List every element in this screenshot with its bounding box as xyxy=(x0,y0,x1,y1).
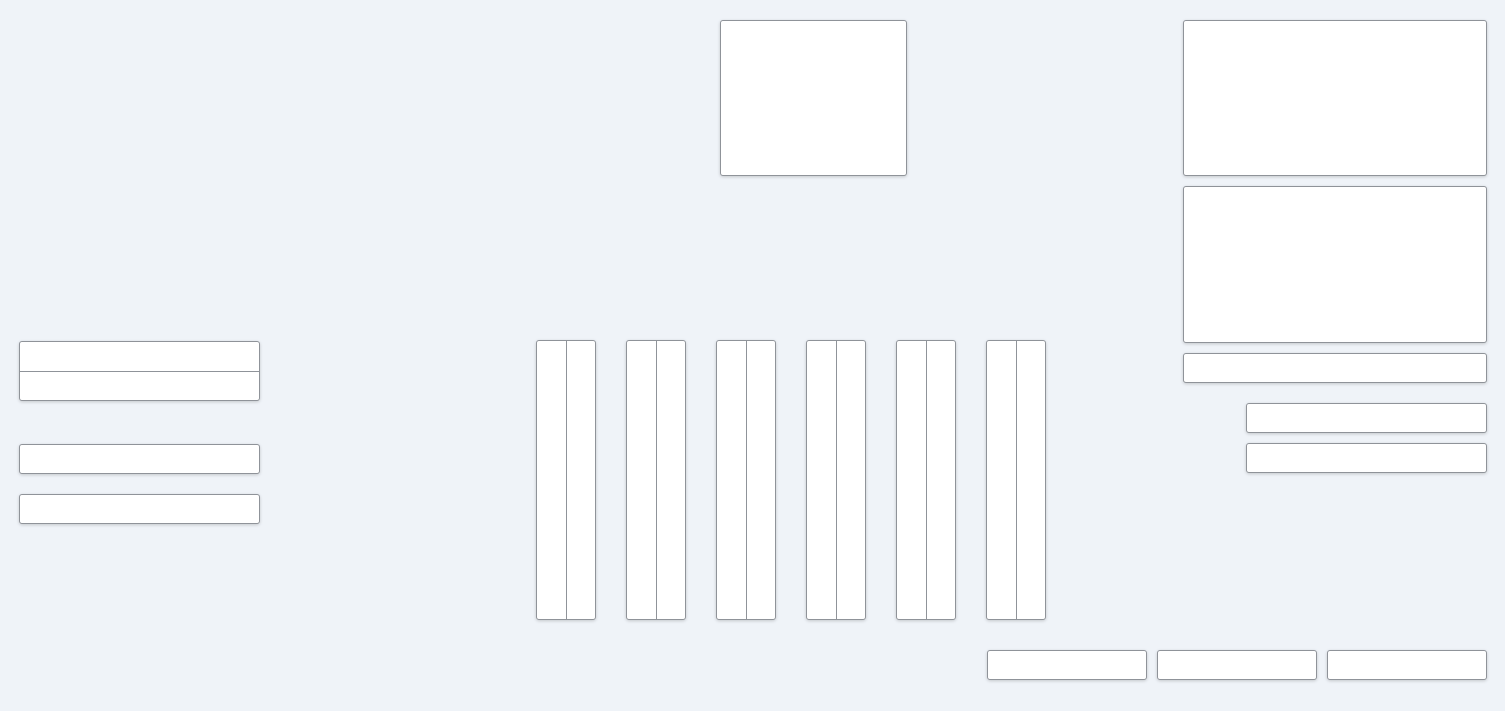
column-slot-5[interactable] xyxy=(896,340,956,620)
bottom-button-3[interactable] xyxy=(1327,650,1487,680)
column-slot-2-lane-a[interactable] xyxy=(627,341,656,619)
column-slot-3-lane-a[interactable] xyxy=(717,341,746,619)
right-input-2[interactable] xyxy=(1246,443,1487,473)
column-slot-3[interactable] xyxy=(716,340,776,620)
column-slot-5-lane-b[interactable] xyxy=(925,341,956,619)
column-slot-1[interactable] xyxy=(536,340,596,620)
left-list-item-1[interactable] xyxy=(20,342,259,371)
column-slot-6[interactable] xyxy=(986,340,1046,620)
column-slot-4-lane-a[interactable] xyxy=(807,341,836,619)
column-slot-4-lane-b[interactable] xyxy=(835,341,866,619)
column-slot-1-lane-a[interactable] xyxy=(537,341,566,619)
left-stacked-list xyxy=(19,341,260,401)
right-panel-top xyxy=(1183,20,1487,176)
column-slot-5-lane-a[interactable] xyxy=(897,341,926,619)
column-slot-6-lane-b[interactable] xyxy=(1015,341,1046,619)
column-slot-1-lane-b[interactable] xyxy=(565,341,596,619)
column-slot-6-lane-a[interactable] xyxy=(987,341,1016,619)
column-slot-3-lane-b[interactable] xyxy=(745,341,776,619)
column-slot-4[interactable] xyxy=(806,340,866,620)
left-list-item-2[interactable] xyxy=(20,371,259,400)
bottom-button-1[interactable] xyxy=(987,650,1147,680)
right-wide-field[interactable] xyxy=(1183,353,1487,383)
top-center-panel xyxy=(720,20,907,176)
column-slot-2-lane-b[interactable] xyxy=(655,341,686,619)
bottom-button-2[interactable] xyxy=(1157,650,1317,680)
left-field-2[interactable] xyxy=(19,494,260,524)
right-panel-bottom xyxy=(1183,186,1487,343)
right-input-1[interactable] xyxy=(1246,403,1487,433)
column-slot-2[interactable] xyxy=(626,340,686,620)
left-field-1[interactable] xyxy=(19,444,260,474)
